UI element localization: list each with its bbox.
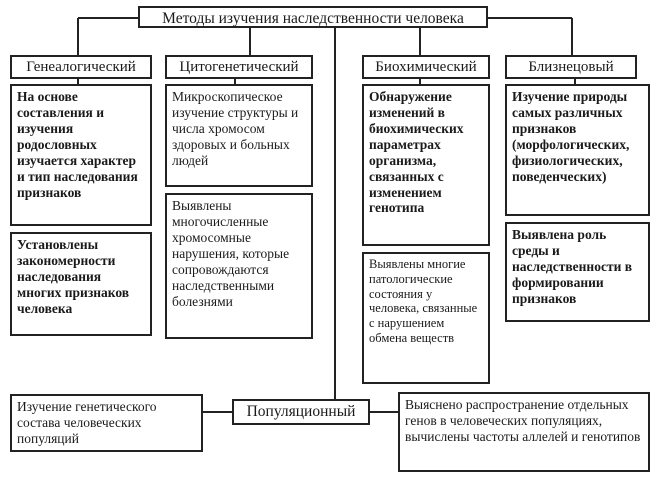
- biochemical-method-text: Обнаружение изменений в биохимических па…: [362, 84, 490, 246]
- population-method-text: Изучение генетического состава человечес…: [10, 394, 203, 452]
- method-header-cytogenetic: Цитогенетический: [165, 55, 313, 79]
- method-header-genealogical: Генеалогический: [10, 55, 152, 79]
- method-header-twin: Близнецовый: [505, 55, 637, 79]
- cytogenetic-method-text: Микроскопическое изучение структуры и чи…: [165, 84, 313, 187]
- population-result-text: Выяснено распространение отдельных генов…: [398, 392, 650, 472]
- method-header-biochemical: Биохимический: [362, 55, 490, 79]
- genealogical-result-text: Установлены закономерности наследования …: [10, 232, 152, 336]
- cytogenetic-result-text: Выявлены многочисленные хромосомные нару…: [165, 193, 313, 339]
- method-header-population: Популяционный: [232, 399, 370, 425]
- genealogical-method-text: На основе составления и изучения родосло…: [10, 84, 152, 226]
- twin-result-text: Выявлена роль среды и наследственности в…: [505, 222, 650, 322]
- biochemical-result-text: Выявлены многие патологические состояния…: [362, 252, 490, 384]
- twin-method-text: Изучение природы самых различных признак…: [505, 84, 650, 216]
- diagram-title: Методы изучения наследственности человек…: [138, 6, 488, 28]
